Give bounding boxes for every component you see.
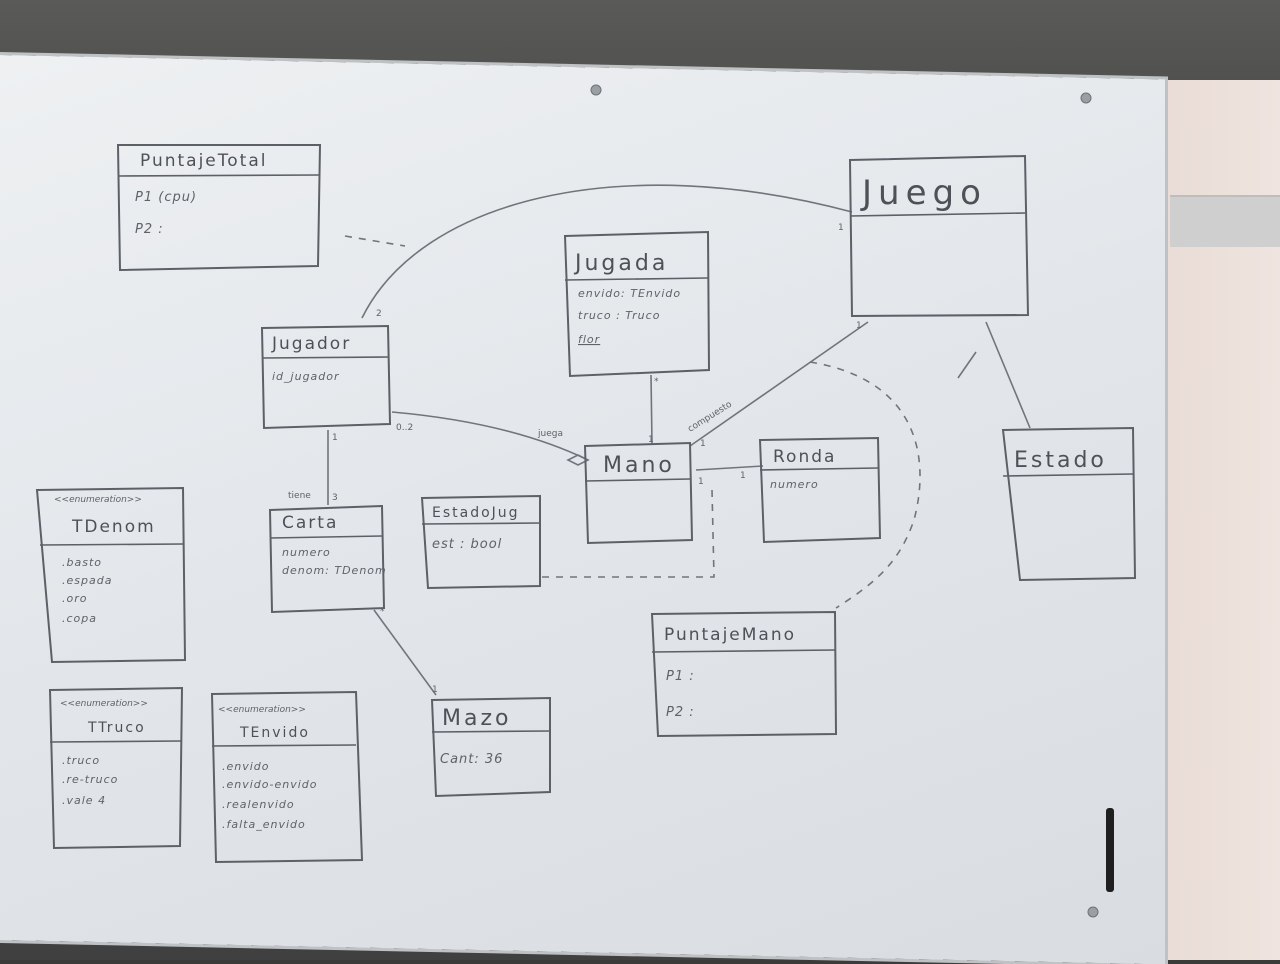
class-attr: denom: TDenom	[282, 564, 387, 577]
juego-estado-link	[985, 321, 1031, 429]
enum-tdenom: <<enumeration>> TDenom .basto .espada .o…	[35, 486, 187, 664]
mano-estadojug-dep	[542, 489, 715, 578]
class-attr: flor	[578, 333, 601, 346]
class-attr: Cant: 36	[440, 752, 503, 767]
class-attr: envido: TEnvido	[578, 287, 681, 300]
mult-label: 1	[432, 685, 438, 695]
class-attr: .re-truco	[62, 773, 118, 786]
jugador-juego-link	[361, 184, 853, 319]
puntajetotal-jugador-dep	[344, 235, 406, 247]
enum-stereotype: <<enumeration>>	[60, 699, 148, 709]
class-title: Mazo	[442, 706, 511, 731]
class-jugada: Jugada envido: TEnvido truco : Truco flo…	[563, 230, 711, 378]
enum-stereotype: <<enumeration>>	[218, 705, 306, 715]
class-title: TEnvido	[239, 725, 310, 741]
class-title: TDenom	[71, 517, 156, 537]
class-puntaje-mano: PuntajeMano P1 : P2 :	[650, 610, 838, 738]
mult-label: 1	[698, 477, 704, 487]
class-puntaje-total: PuntajeTotal P1 (cpu) P2 :	[116, 144, 322, 272]
class-attr: .envido	[222, 760, 270, 773]
mult-label: 2	[376, 309, 382, 319]
enum-tenvido: <<enumeration>> TEnvido .envido .envido-…	[210, 690, 364, 864]
class-attr: numero	[282, 546, 331, 559]
class-attr: .copa	[62, 612, 97, 625]
board-pin	[1080, 92, 1092, 104]
class-attr: .espada	[62, 574, 112, 587]
mult-label: 1	[838, 223, 844, 233]
board-pin	[1087, 906, 1099, 918]
class-estado: Estado	[1001, 426, 1137, 582]
class-attr: .truco	[62, 754, 100, 767]
mult-label: 1	[856, 321, 862, 331]
class-attr: .realenvido	[222, 798, 295, 811]
enum-stereotype: <<enumeration>>	[54, 495, 142, 505]
class-title: Jugada	[573, 251, 668, 276]
class-mano: Mano	[583, 441, 694, 545]
class-mazo: Mazo Cant: 36	[430, 696, 551, 798]
class-attr: .envido-envido	[222, 778, 318, 791]
diamond-mano	[566, 454, 590, 466]
class-title: Mano	[603, 453, 675, 478]
wall-panel	[1170, 195, 1280, 247]
class-attr: .falta_envido	[222, 818, 306, 831]
mult-label: 1	[648, 435, 654, 445]
class-attr: id_jugador	[272, 370, 340, 383]
class-estado-jugador: EstadoJug est : bool	[420, 494, 541, 590]
board-pin	[590, 84, 602, 96]
class-attr: P1 :	[666, 669, 695, 684]
class-title: PuntajeMano	[664, 625, 796, 645]
eraser-clip	[1106, 808, 1114, 892]
class-title: Jugador	[271, 334, 351, 354]
class-carta: Carta numero denom: TDenom	[268, 504, 387, 614]
association-lines	[327, 184, 1031, 696]
class-attr: .oro	[62, 592, 87, 605]
mult-label: *	[380, 607, 385, 617]
role-label: compuesto	[686, 399, 734, 434]
class-title: Estado	[1014, 448, 1107, 473]
jugador-mano-link	[391, 411, 589, 461]
role-label: juega	[537, 429, 563, 439]
class-attr: P2 :	[135, 222, 164, 237]
mult-label: 1	[332, 433, 338, 443]
class-juego: Juego	[848, 154, 1030, 318]
class-attr: est : bool	[432, 537, 502, 552]
class-attr: .basto	[62, 556, 102, 569]
stray-mark	[957, 351, 977, 379]
mano-juego-link	[689, 321, 869, 447]
class-title: PuntajeTotal	[140, 151, 267, 171]
class-ronda: Ronda numero	[758, 436, 882, 544]
mult-label: 0..2	[396, 423, 413, 433]
mult-label: *	[654, 377, 659, 387]
mult-label: 3	[332, 493, 338, 503]
mult-label: 1	[700, 439, 706, 449]
mano-puntajemano-dep	[809, 361, 921, 609]
role-label: tiene	[288, 491, 311, 501]
class-jugador: Jugador id_jugador	[260, 324, 392, 430]
class-title: Carta	[282, 513, 338, 533]
mult-label: 1	[740, 471, 746, 481]
class-attr: P2 :	[666, 705, 695, 720]
class-title: Ronda	[773, 447, 836, 467]
carta-mazo-link	[373, 609, 437, 696]
class-attr: P1 (cpu)	[135, 190, 197, 205]
class-attr: truco : Truco	[578, 309, 660, 322]
class-attr: numero	[770, 478, 819, 491]
class-title: Juego	[860, 173, 987, 213]
enum-ttruco: <<enumeration>> TTruco .truco .re-truco …	[48, 686, 184, 850]
class-attr: .vale 4	[62, 794, 106, 807]
class-title: EstadoJug	[432, 505, 520, 521]
class-title: TTruco	[87, 720, 146, 736]
jugada-mano-link	[650, 374, 653, 445]
mano-ronda-link	[695, 465, 764, 471]
